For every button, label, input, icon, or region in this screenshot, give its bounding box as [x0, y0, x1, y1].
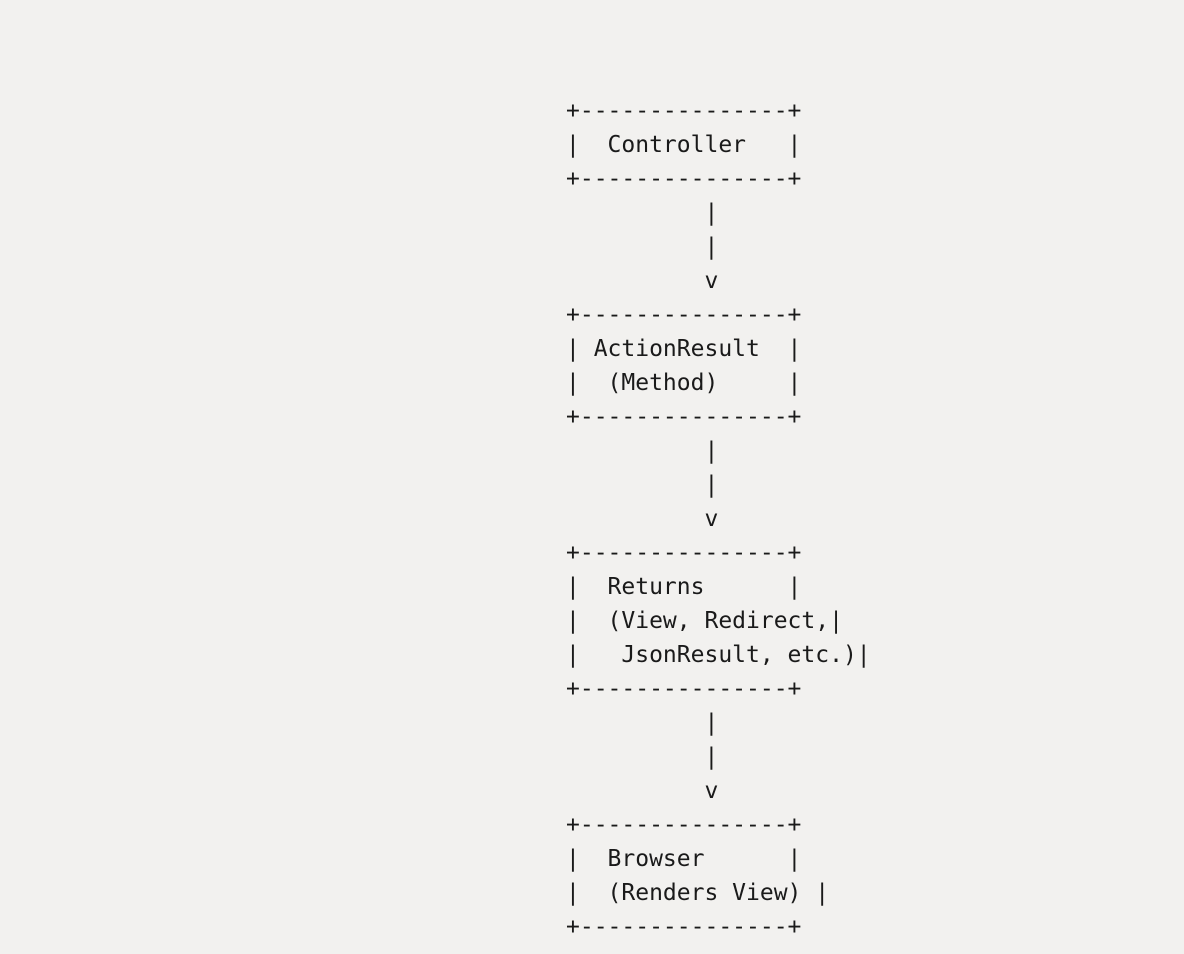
ascii-line-8: | (Method) |	[566, 370, 802, 396]
ascii-line-24: +---------------+	[566, 914, 802, 940]
ascii-line-15: | (View, Redirect,|	[566, 608, 843, 634]
ascii-line-3: |	[566, 200, 719, 226]
ascii-line-23: | (Renders View) |	[566, 880, 830, 906]
ascii-line-10: |	[566, 438, 719, 464]
ascii-line-13: +---------------+	[566, 540, 802, 566]
ascii-line-14: | Returns |	[566, 574, 802, 600]
ascii-line-22: | Browser |	[566, 846, 802, 872]
ascii-line-20: v	[566, 778, 719, 804]
ascii-line-1: | Controller |	[566, 132, 802, 158]
ascii-line-6: +---------------+	[566, 302, 802, 328]
ascii-line-11: |	[566, 472, 719, 498]
ascii-line-9: +---------------+	[566, 404, 802, 430]
ascii-line-16: | JsonResult, etc.)|	[566, 642, 871, 668]
ascii-line-7: | ActionResult |	[566, 336, 802, 362]
ascii-line-21: +---------------+	[566, 812, 802, 838]
ascii-line-4: |	[566, 234, 719, 260]
ascii-art-diagram: +---------------+ | Controller | +--------…	[566, 94, 871, 944]
ascii-line-17: +---------------+	[566, 676, 802, 702]
ascii-line-0: +---------------+	[566, 98, 802, 124]
ascii-line-19: |	[566, 744, 719, 770]
ascii-line-12: v	[566, 506, 719, 532]
ascii-line-18: |	[566, 710, 719, 736]
ascii-line-5: v	[566, 268, 719, 294]
ascii-line-2: +---------------+	[566, 166, 802, 192]
